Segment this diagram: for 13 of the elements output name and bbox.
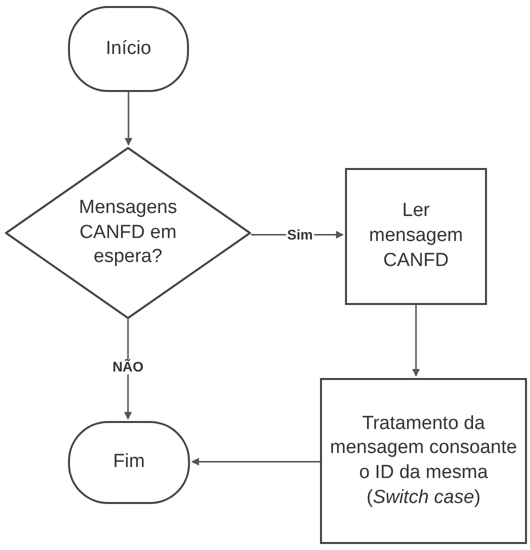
arrow: [412, 305, 420, 377]
process-box: [345, 168, 487, 305]
decision-diamond: [5, 147, 251, 319]
process-box: [320, 378, 527, 544]
arrow: [191, 458, 320, 466]
node-text: Fim: [113, 450, 145, 474]
edge-label: Sim: [286, 227, 314, 242]
node-text: Tratamento da mensagem consoante o ID da mesma (Switch case): [330, 412, 517, 510]
node-text: Ler mensagem CANFD: [368, 199, 464, 273]
edge-label: NÃO: [111, 359, 145, 375]
node-text: Início: [106, 36, 152, 61]
node-text: Mensagens CANFD em espera?: [78, 196, 178, 270]
arrow: [124, 92, 132, 146]
